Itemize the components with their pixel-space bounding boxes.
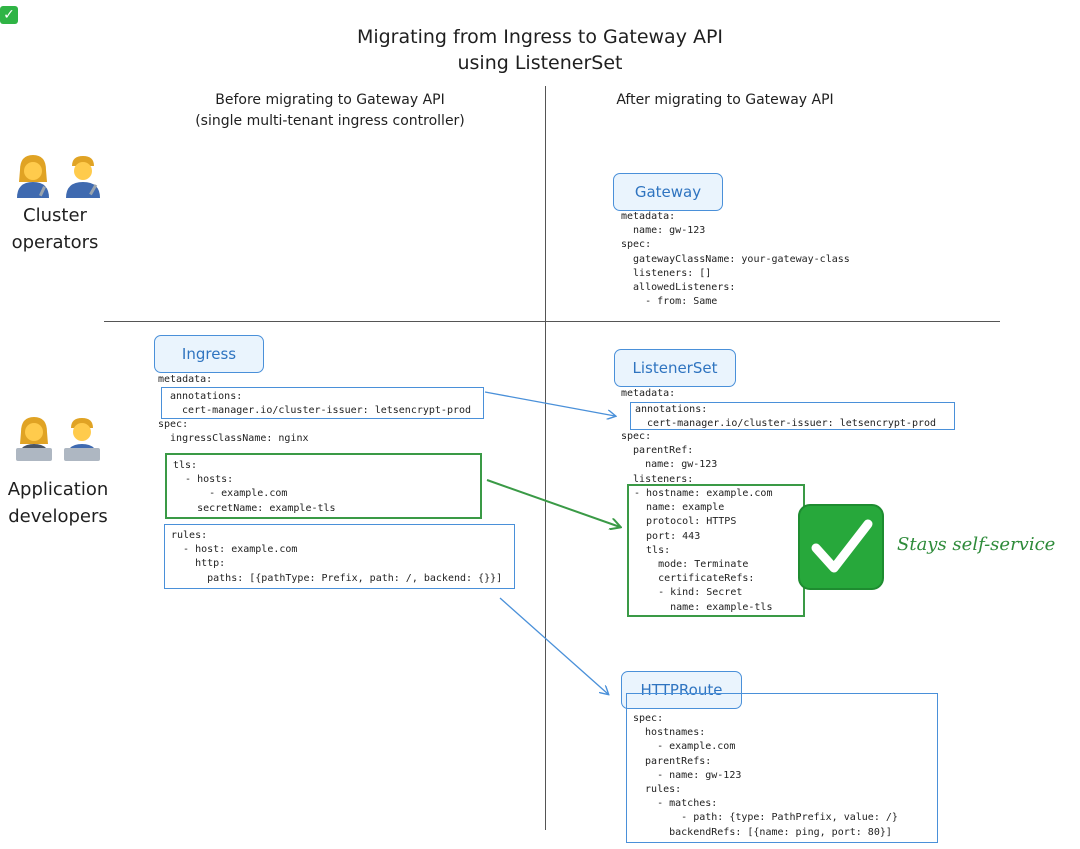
ingress-metadata-yaml: metadata: xyxy=(158,374,213,385)
check-icon: ✓ xyxy=(0,6,18,24)
ingress-annotations-box: annotations: cert-manager.io/cluster-iss… xyxy=(161,387,484,419)
ingress-rules-box: rules: - host: example.com http: paths: … xyxy=(164,524,515,589)
annotations-arrow xyxy=(484,391,615,416)
httproute-resource-box: HTTPRoute xyxy=(621,671,742,709)
listenerset-listener-box: - hostname: example.com name: example pr… xyxy=(627,484,805,617)
listenerset-annotations-yaml: annotations: cert-manager.io/cluster-iss… xyxy=(635,404,937,430)
ingress-resource-box: Ingress xyxy=(154,335,264,373)
ingress-tls-box: tls: - hosts: - example.com secretName: … xyxy=(165,453,482,519)
developer-woman-icon xyxy=(16,417,52,461)
stays-self-service-annotation: Stays self-service xyxy=(897,534,1056,555)
horizontal-divider xyxy=(104,321,1000,322)
operator-woman-icon xyxy=(17,155,49,198)
ingress-spec-yaml: spec: ingressClassName: nginx xyxy=(158,419,309,445)
developer-man-icon xyxy=(64,418,100,461)
cluster-operators-label: Cluster operators xyxy=(11,205,99,253)
title-line-1: ✓Migrating from Ingress to Gateway API xyxy=(0,6,1080,50)
rules-arrow xyxy=(499,597,608,694)
title-line-2: using ListenerSet xyxy=(457,52,623,74)
big-check-icon xyxy=(798,504,884,590)
listenerset-spec-yaml: spec: parentRef: name: gw-123 listeners: xyxy=(621,431,718,485)
operator-man-icon xyxy=(66,156,100,198)
listenerset-resource-box: ListenerSet xyxy=(614,349,736,387)
application-developers-label: Application developers xyxy=(7,479,109,527)
diagram-title: ✓Migrating from Ingress to Gateway API u… xyxy=(0,6,1080,76)
gateway-yaml: metadata: name: gw-123 spec: gatewayClas… xyxy=(621,211,850,308)
checkmark-glyph xyxy=(811,519,873,573)
listenerset-annotations-box: annotations: cert-manager.io/cluster-iss… xyxy=(630,402,955,430)
ingress-rules-yaml: rules: - host: example.com http: paths: … xyxy=(171,530,503,584)
listenerset-metadata-yaml: metadata: xyxy=(621,388,676,399)
listenerset-listener-yaml: - hostname: example.com name: example pr… xyxy=(634,488,773,613)
gateway-resource-box: Gateway xyxy=(613,173,723,211)
tls-arrow xyxy=(486,479,620,527)
after-column-header: After migrating to Gateway API xyxy=(616,92,834,108)
httproute-yaml: spec: hostnames: - example.com parentRef… xyxy=(633,713,898,838)
ingress-tls-yaml: tls: - hosts: - example.com secretName: … xyxy=(173,460,336,514)
vertical-divider xyxy=(545,86,546,830)
httproute-spec-box: spec: hostnames: - example.com parentRef… xyxy=(626,693,938,843)
before-column-header: Before migrating to Gateway API (single … xyxy=(195,92,465,129)
ingress-annotations-yaml: annotations: cert-manager.io/cluster-iss… xyxy=(170,391,472,417)
